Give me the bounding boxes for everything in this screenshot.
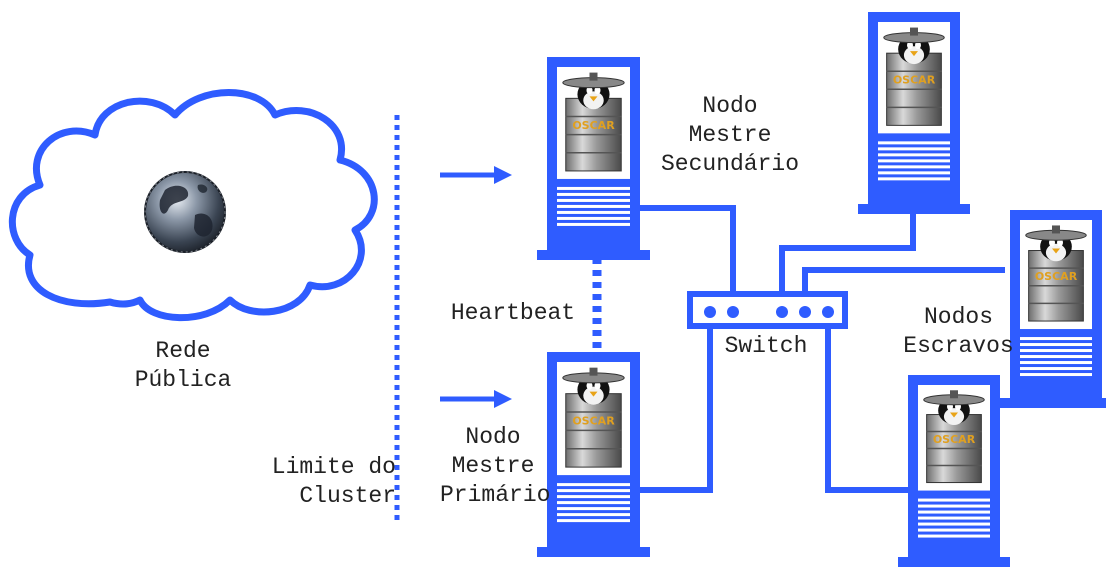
primary-master-label-line3: Primário [440,482,551,508]
arrow-right-icon [440,390,512,408]
svg-text:OSCAR: OSCAR [572,415,615,428]
secondary-master-label-line1: Nodo [702,93,758,119]
secondary-master-label: Nodo Mestre Secundário [650,92,810,179]
svg-text:OSCAR: OSCAR [893,73,936,86]
server-icon: OSCAR [537,352,650,557]
slave-nodes-label: Nodos Escravos [886,303,1031,361]
secondary-master-label-line3: Secundário [660,151,800,177]
network-cables [640,198,1005,493]
svg-text:OSCAR: OSCAR [572,119,615,132]
switch-label: Switch [724,333,808,359]
slave-nodes-label-line2: Escravos [903,333,1014,359]
server-icon: OSCAR [537,57,650,260]
primary-master-label-line2: Mestre [451,453,535,479]
server-group: OSCAR OSCAR OSCAR OSCAR OSCAR [537,12,1106,567]
server-icon: OSCAR [858,12,970,214]
primary-master-label-line1: Nodo [465,424,521,450]
cluster-limit-label: Limite do Cluster [236,453,396,511]
globe-icon [144,171,226,253]
secondary-master-label-line2: Mestre [688,122,772,148]
svg-text:OSCAR: OSCAR [933,433,976,446]
switch-icon [687,291,848,329]
server-icon: OSCAR [898,375,1010,567]
primary-master-label: Nodo Mestre Primário [440,423,551,510]
public-network-label-line1: Rede [155,338,211,364]
public-network-label-line2: Pública [134,367,232,393]
svg-text:OSCAR: OSCAR [1035,270,1078,283]
heartbeat-label: Heartbeat [450,300,576,326]
cluster-limit-label-line1: Limite do [271,454,396,480]
public-network-label: Rede Pública [118,337,248,395]
cluster-limit-label-line2: Cluster [299,483,396,509]
slave-nodes-label-line1: Nodos [923,304,993,330]
arrow-right-icon [440,166,512,184]
server-icon: OSCAR [1000,210,1106,408]
